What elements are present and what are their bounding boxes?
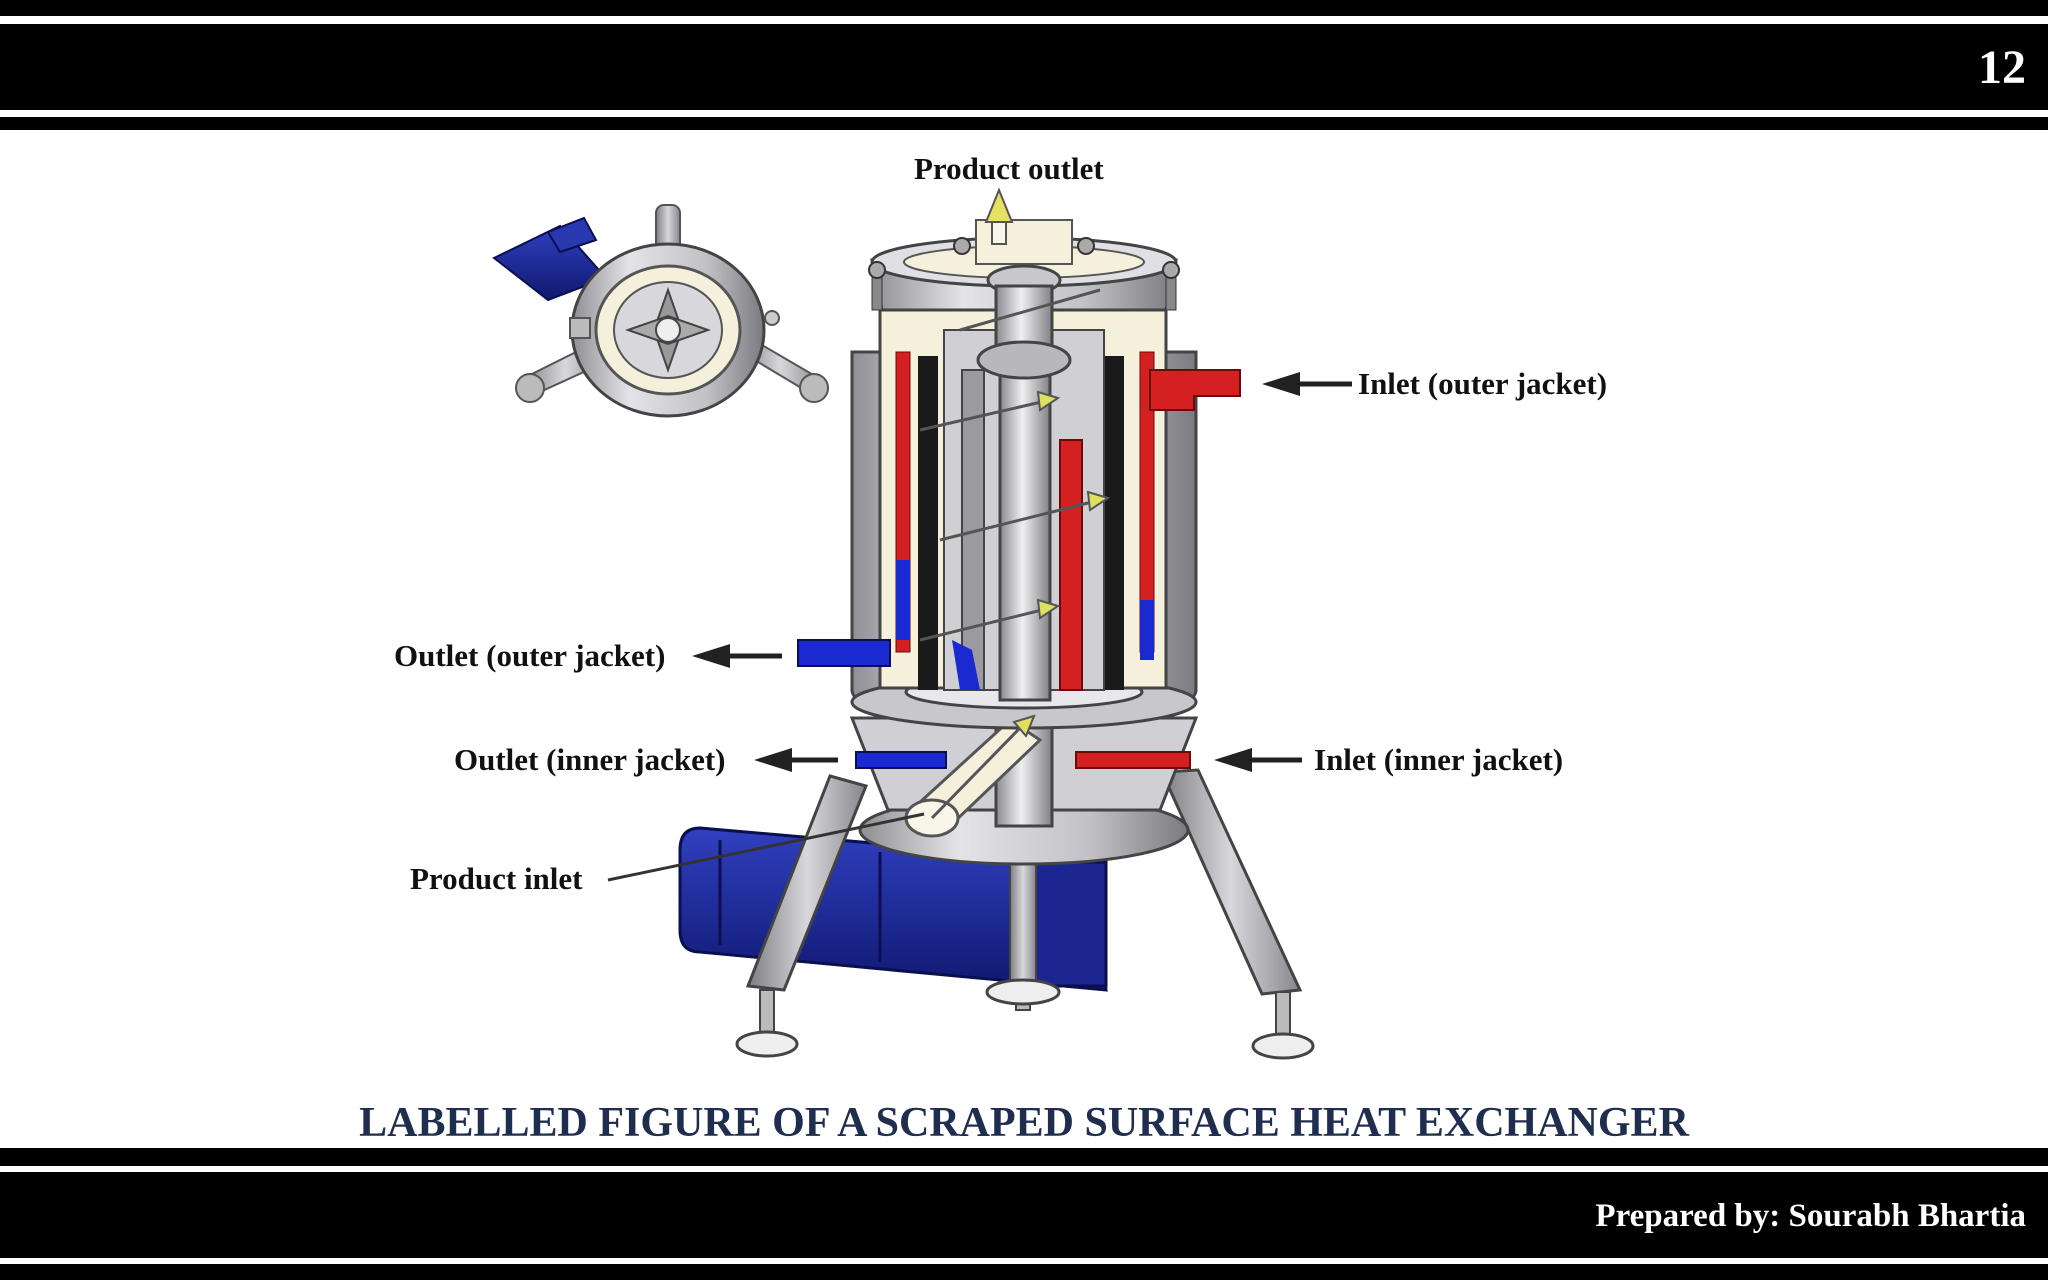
footer-top-rule — [0, 1148, 2048, 1166]
page-number: 12 — [1978, 41, 2026, 94]
callout-arrows — [607, 372, 1352, 882]
product-flow-arrowheads — [1012, 390, 1111, 738]
header-top-rule — [0, 0, 2048, 16]
product-outlet-arrow — [984, 187, 1014, 245]
outlet-outer-jacket-arrow — [692, 644, 782, 668]
outer-jacket-pipes — [797, 369, 1241, 667]
label-outlet-inner-jacket: Outlet (inner jacket) — [454, 742, 726, 777]
outlet-inner-jacket-arrow — [754, 748, 838, 772]
credit-text: Prepared by: Sourabh Bhartia — [1595, 1198, 2026, 1234]
inlet-inner-jacket-arrow — [1214, 748, 1302, 772]
header-bottom-rule — [0, 117, 2048, 130]
label-inlet-inner-jacket: Inlet (inner jacket) — [1314, 742, 1564, 777]
top-view-inset — [492, 204, 829, 418]
cutaway-interior — [878, 298, 1168, 702]
header-bar — [0, 24, 2048, 110]
footer-bottom-rule — [0, 1264, 2048, 1280]
label-inlet-outer-jacket: Inlet (outer jacket) — [1358, 366, 1608, 401]
product-inlet-leader — [607, 812, 925, 882]
product-flow-arrows — [919, 288, 1101, 820]
inlet-outer-jacket-arrow — [1262, 372, 1352, 396]
label-outlet-outer-jacket: Outlet (outer jacket) — [394, 638, 666, 673]
label-product-inlet: Product inlet — [410, 861, 583, 896]
label-product-outlet: Product outlet — [914, 151, 1104, 186]
footer-bar — [0, 1172, 2048, 1258]
figure-caption: LABELLED FIGURE OF A SCRAPED SURFACE HEA… — [359, 1100, 1689, 1146]
